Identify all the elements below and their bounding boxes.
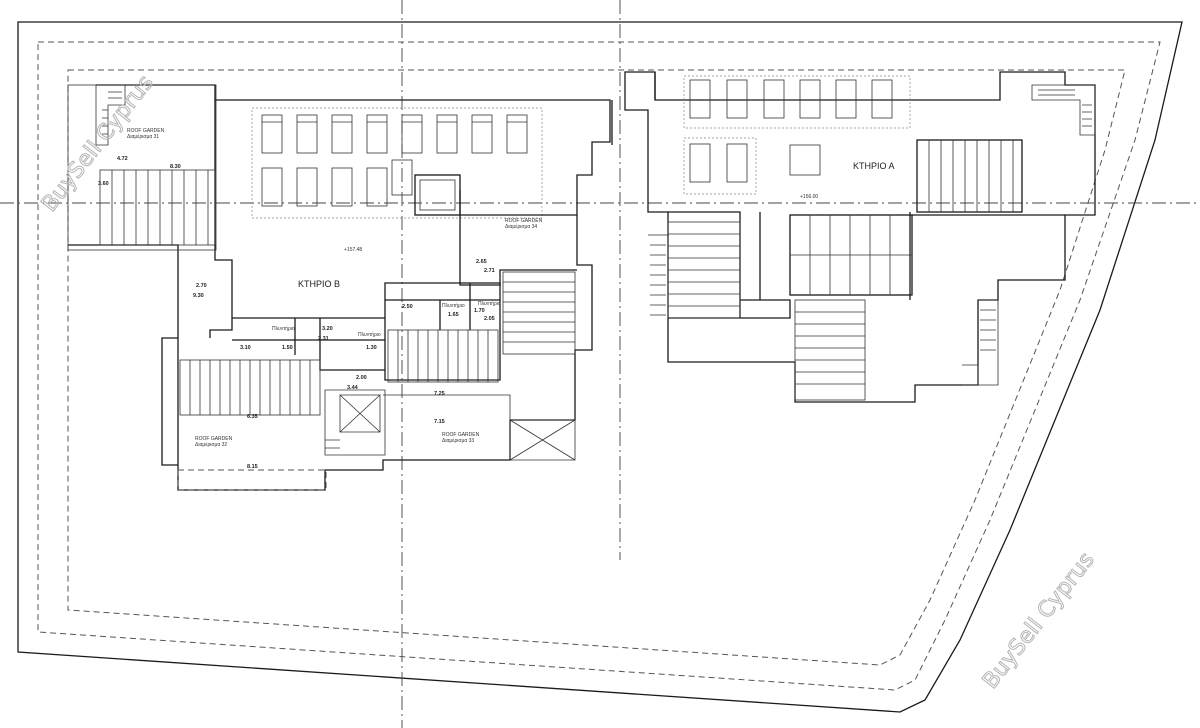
building-b-inner-rooms — [232, 282, 501, 381]
dim-725: 7.25 — [434, 391, 445, 397]
dim-310: 3.10 — [240, 345, 251, 351]
building-a-south-hatch — [794, 299, 866, 401]
stair-b-south — [324, 389, 386, 456]
solar-panels-b — [251, 107, 543, 219]
dim-344: 3.44 — [347, 385, 359, 391]
dim-815: 8.15 — [247, 464, 258, 470]
watermark-bottom-right: BuySell Cyprus — [978, 548, 1100, 694]
dim-270a: 2.70 — [196, 283, 207, 289]
building-b-outline — [96, 84, 611, 491]
garden-32-sub: Διαμέρισμα 32 — [195, 441, 227, 448]
stair-a-east — [962, 299, 999, 386]
garden-31-sub: Διαμέρισμα 31 — [127, 133, 159, 140]
core-b-lift-inner — [419, 179, 456, 211]
building-a-skylight — [789, 144, 821, 176]
dim-265: 2.65 — [476, 259, 487, 265]
garden-33-title: ROOF GARDEN — [442, 432, 480, 438]
core-b-lift — [414, 174, 461, 216]
dim-165: 1.65 — [448, 312, 459, 318]
dim-150a: 1.50 — [282, 345, 293, 351]
dim-130: 1.30 — [366, 345, 377, 351]
room-laundry-3: Πλυντήριο — [442, 302, 465, 309]
garden-34-title: ROOF GARDEN — [505, 218, 543, 224]
dim-205: 2.05 — [484, 316, 495, 322]
dim-320: 3.20 — [322, 326, 333, 332]
dim-271: 2.71 — [484, 268, 495, 274]
building-a-east-hatch — [916, 139, 1023, 213]
dim-250: 2.50 — [402, 304, 413, 310]
site-boundary-outer — [17, 21, 1183, 713]
room-laundry-4: Πλυντήριο — [478, 300, 501, 307]
room-laundry-1: Πλυντήριο — [272, 325, 295, 332]
dim-360: 3.60 — [98, 181, 109, 187]
building-b-title: ΚΤΗΡΙΟ Β — [298, 279, 340, 289]
garden-34-sub: Διαμέρισμα 34 — [505, 223, 537, 230]
site-boundary-setback — [37, 41, 1161, 691]
building-a-west-hatch — [667, 221, 741, 319]
stair-b-nw — [95, 84, 126, 146]
level-156: +156.00 — [800, 194, 818, 200]
roof-garden-31-hatch — [99, 169, 216, 246]
garden-32-hatch — [179, 359, 321, 416]
level-157: +157.48 — [344, 247, 362, 253]
roof-garden-34-outline — [459, 190, 577, 286]
dim-231: 2.31 — [318, 336, 329, 342]
room-laundry-2: Πλυντήριο — [358, 331, 381, 338]
garden-31-title: ROOF GARDEN — [127, 128, 165, 134]
stair-a-ne — [1031, 84, 1096, 136]
building-setback — [67, 69, 1126, 666]
watermark-top-left: BuySell Cyprus — [37, 71, 159, 217]
garden-33-outline — [383, 394, 576, 461]
dim-170: 1.70 — [474, 308, 485, 314]
stair-a-west — [648, 234, 668, 316]
building-a-title: ΚΤΗΡΙΟ Α — [853, 161, 895, 171]
building-a-outline — [624, 71, 1096, 403]
core-b-door — [391, 159, 413, 196]
garden-32-title: ROOF GARDEN — [195, 436, 233, 442]
dim-472: 4.72 — [117, 156, 128, 162]
building-a-roof-tiles — [789, 214, 913, 296]
dim-635: 6.35 — [247, 414, 258, 420]
garden-33-hatch — [387, 329, 499, 383]
garden-33-sub: Διαμέρισμα 33 — [442, 437, 474, 444]
dim-715: 7.15 — [434, 419, 445, 425]
dim-200: 2.00 — [356, 375, 367, 381]
garden-32-edge — [177, 469, 327, 491]
building-a-inner — [654, 72, 1065, 319]
solar-panels-a — [683, 75, 911, 195]
dim-930: 9.30 — [193, 293, 204, 299]
dim-830: 8.30 — [170, 164, 181, 170]
roof-garden-34-hatch — [502, 271, 576, 355]
roof-garden-31-outline — [67, 84, 217, 251]
